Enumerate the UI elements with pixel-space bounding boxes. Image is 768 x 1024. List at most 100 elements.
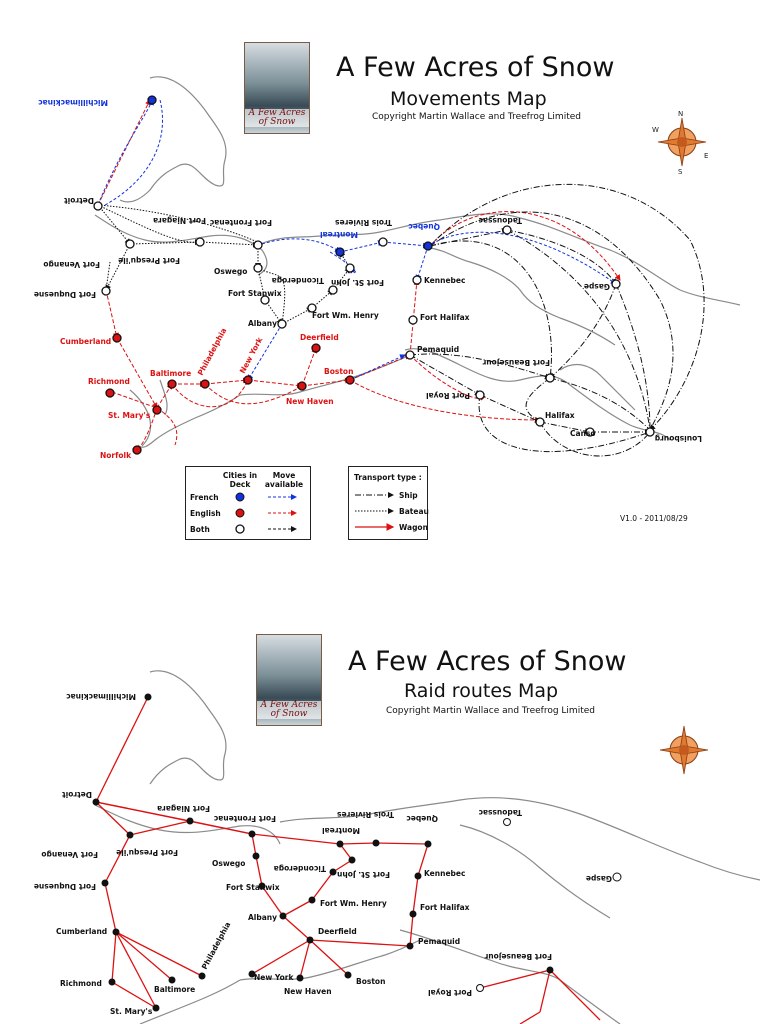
marker-canso[interactable]: [585, 427, 595, 437]
raid-copyright-text: Copyright Martin Wallace and Treefrog Li…: [386, 706, 595, 716]
raid-map-svg: Michillimackinac Detroit Fort Venango Fo…: [34, 670, 761, 1024]
raid-marker-stjohn[interactable]: [348, 856, 356, 864]
marker-portroyal[interactable]: [475, 390, 485, 400]
marker-montreal[interactable]: [335, 247, 345, 257]
raid-label-detroit: Detroit: [62, 790, 92, 799]
marker-gaspe[interactable]: [611, 279, 621, 289]
marker-niagara[interactable]: [195, 237, 205, 247]
raid-label-portroyal: Port Royal: [428, 988, 472, 997]
raid-marker-pemaquid[interactable]: [406, 942, 414, 950]
marker-tadoussac[interactable]: [502, 225, 512, 235]
raid-marker-gaspe[interactable]: [612, 872, 622, 882]
compass-rose-icon: N E S W: [652, 110, 708, 176]
raid-marker-duquesne[interactable]: [101, 879, 109, 887]
raid-marker-trois[interactable]: [372, 839, 380, 847]
label-frontenac: Fort Frontenac: [210, 218, 272, 227]
marker-michillimackinac[interactable]: [147, 95, 157, 105]
label-duquesne: Fort Duquesne: [34, 290, 96, 299]
raid-label-beausejour: Fort Beausejour: [484, 952, 552, 961]
marker-cumberland[interactable]: [112, 333, 122, 343]
raid-marker-tadoussac[interactable]: [503, 818, 511, 826]
marker-deerfield[interactable]: [311, 343, 321, 353]
marker-frontenac[interactable]: [253, 240, 263, 250]
raid-marker-stanwix[interactable]: [258, 882, 266, 890]
marker-richmond[interactable]: [105, 388, 115, 398]
marker-boston[interactable]: [345, 375, 355, 385]
label-norfolk: Norfolk: [100, 451, 132, 460]
raid-marker-portroyal[interactable]: [476, 984, 484, 992]
raid-marker-baltimore[interactable]: [168, 976, 176, 984]
marker-quebec[interactable]: [423, 241, 433, 251]
legend-city-symbols: [235, 492, 297, 534]
raid-route-lines: [95, 696, 601, 1024]
marker-stjohn[interactable]: [345, 263, 355, 273]
legend-french-label: French: [190, 493, 219, 502]
marker-halifaxfort[interactable]: [408, 315, 418, 325]
marker-norfolk[interactable]: [132, 445, 142, 455]
marker-detroit[interactable]: [93, 201, 103, 211]
marker-kennebec[interactable]: [412, 275, 422, 285]
raid-marker-presquile[interactable]: [126, 831, 134, 839]
label-venango: Fort Venango: [43, 260, 100, 269]
raid-marker-michillimackinac[interactable]: [144, 693, 152, 701]
raid-marker-richmond[interactable]: [108, 978, 116, 986]
raid-marker-montreal[interactable]: [336, 840, 344, 848]
raid-label-richmond: Richmond: [60, 979, 102, 988]
label-deerfield: Deerfield: [300, 333, 339, 342]
marker-stanwix[interactable]: [260, 295, 270, 305]
raid-marker-philadelphia[interactable]: [198, 972, 206, 980]
marker-philadelphia[interactable]: [200, 379, 210, 389]
transport-legend-title: Transport type :: [354, 473, 422, 482]
raid-marker-halifaxfort[interactable]: [409, 910, 417, 918]
copyright-text: Copyright Martin Wallace and Treefrog Li…: [372, 112, 581, 122]
marker-presquile[interactable]: [125, 239, 135, 249]
raid-marker-fortwm[interactable]: [308, 896, 316, 904]
marker-halifax[interactable]: [535, 417, 545, 427]
raid-marker-detroit[interactable]: [92, 798, 100, 806]
raid-marker-newyork[interactable]: [248, 970, 256, 978]
raid-marker-ticonderoga[interactable]: [329, 868, 337, 876]
marker-newyork[interactable]: [243, 375, 253, 385]
label-boston: Boston: [324, 367, 353, 376]
raid-label-stjohn: Fort St. John: [337, 870, 390, 879]
marker-albany[interactable]: [277, 319, 287, 329]
label-newhaven: New Haven: [286, 397, 334, 406]
marker-beausejour[interactable]: [545, 373, 555, 383]
raid-marker-boston[interactable]: [344, 971, 352, 979]
label-beausejour: Fort Beausejour: [482, 358, 550, 367]
label-quebec: Quebec: [408, 222, 440, 231]
marker-fortwm[interactable]: [307, 303, 317, 313]
raid-city-markers: [92, 693, 622, 1012]
raid-marker-deerfield[interactable]: [306, 936, 314, 944]
label-michillimackinac: Michillimackinac: [38, 98, 108, 107]
raid-marker-kennebec[interactable]: [414, 872, 422, 880]
raid-label-newyork: New York: [254, 973, 294, 982]
raid-marker-beausejour[interactable]: [546, 966, 554, 974]
label-oswego: Oswego: [214, 267, 247, 276]
raid-marker-niagara[interactable]: [186, 817, 194, 825]
raid-marker-albany[interactable]: [279, 912, 287, 920]
raid-marker-cumberland[interactable]: [112, 928, 120, 936]
marker-stmarys[interactable]: [152, 405, 162, 415]
raid-marker-oswego[interactable]: [252, 852, 260, 860]
raid-marker-stmarys[interactable]: [152, 1004, 160, 1012]
label-halifaxfort: Fort Halifax: [420, 313, 470, 322]
marker-louisbourg[interactable]: [645, 427, 655, 437]
raid-marker-newhaven[interactable]: [296, 974, 304, 982]
marker-baltimore[interactable]: [167, 379, 177, 389]
raid-marker-quebec[interactable]: [424, 840, 432, 848]
map-title: A Few Acres of Snow: [336, 52, 615, 83]
marker-oswego[interactable]: [253, 263, 263, 273]
label-stanwix: Fort Stanwix: [228, 289, 282, 298]
raid-label-venango: Fort Venango: [41, 850, 98, 859]
marker-newhaven[interactable]: [297, 381, 307, 391]
marker-ticonderoga[interactable]: [328, 285, 338, 295]
marker-duquesne[interactable]: [101, 286, 111, 296]
movements-map-svg: Michillimackinac Detroit Fort Venango Fo…: [34, 76, 741, 460]
label-portroyal: Port Royal: [426, 391, 470, 400]
marker-trois[interactable]: [378, 237, 388, 247]
raid-coastline: [94, 670, 761, 1024]
raid-marker-frontenac[interactable]: [248, 830, 256, 838]
marker-pemaquid[interactable]: [405, 350, 415, 360]
legend-col-move: Move available: [264, 471, 304, 489]
